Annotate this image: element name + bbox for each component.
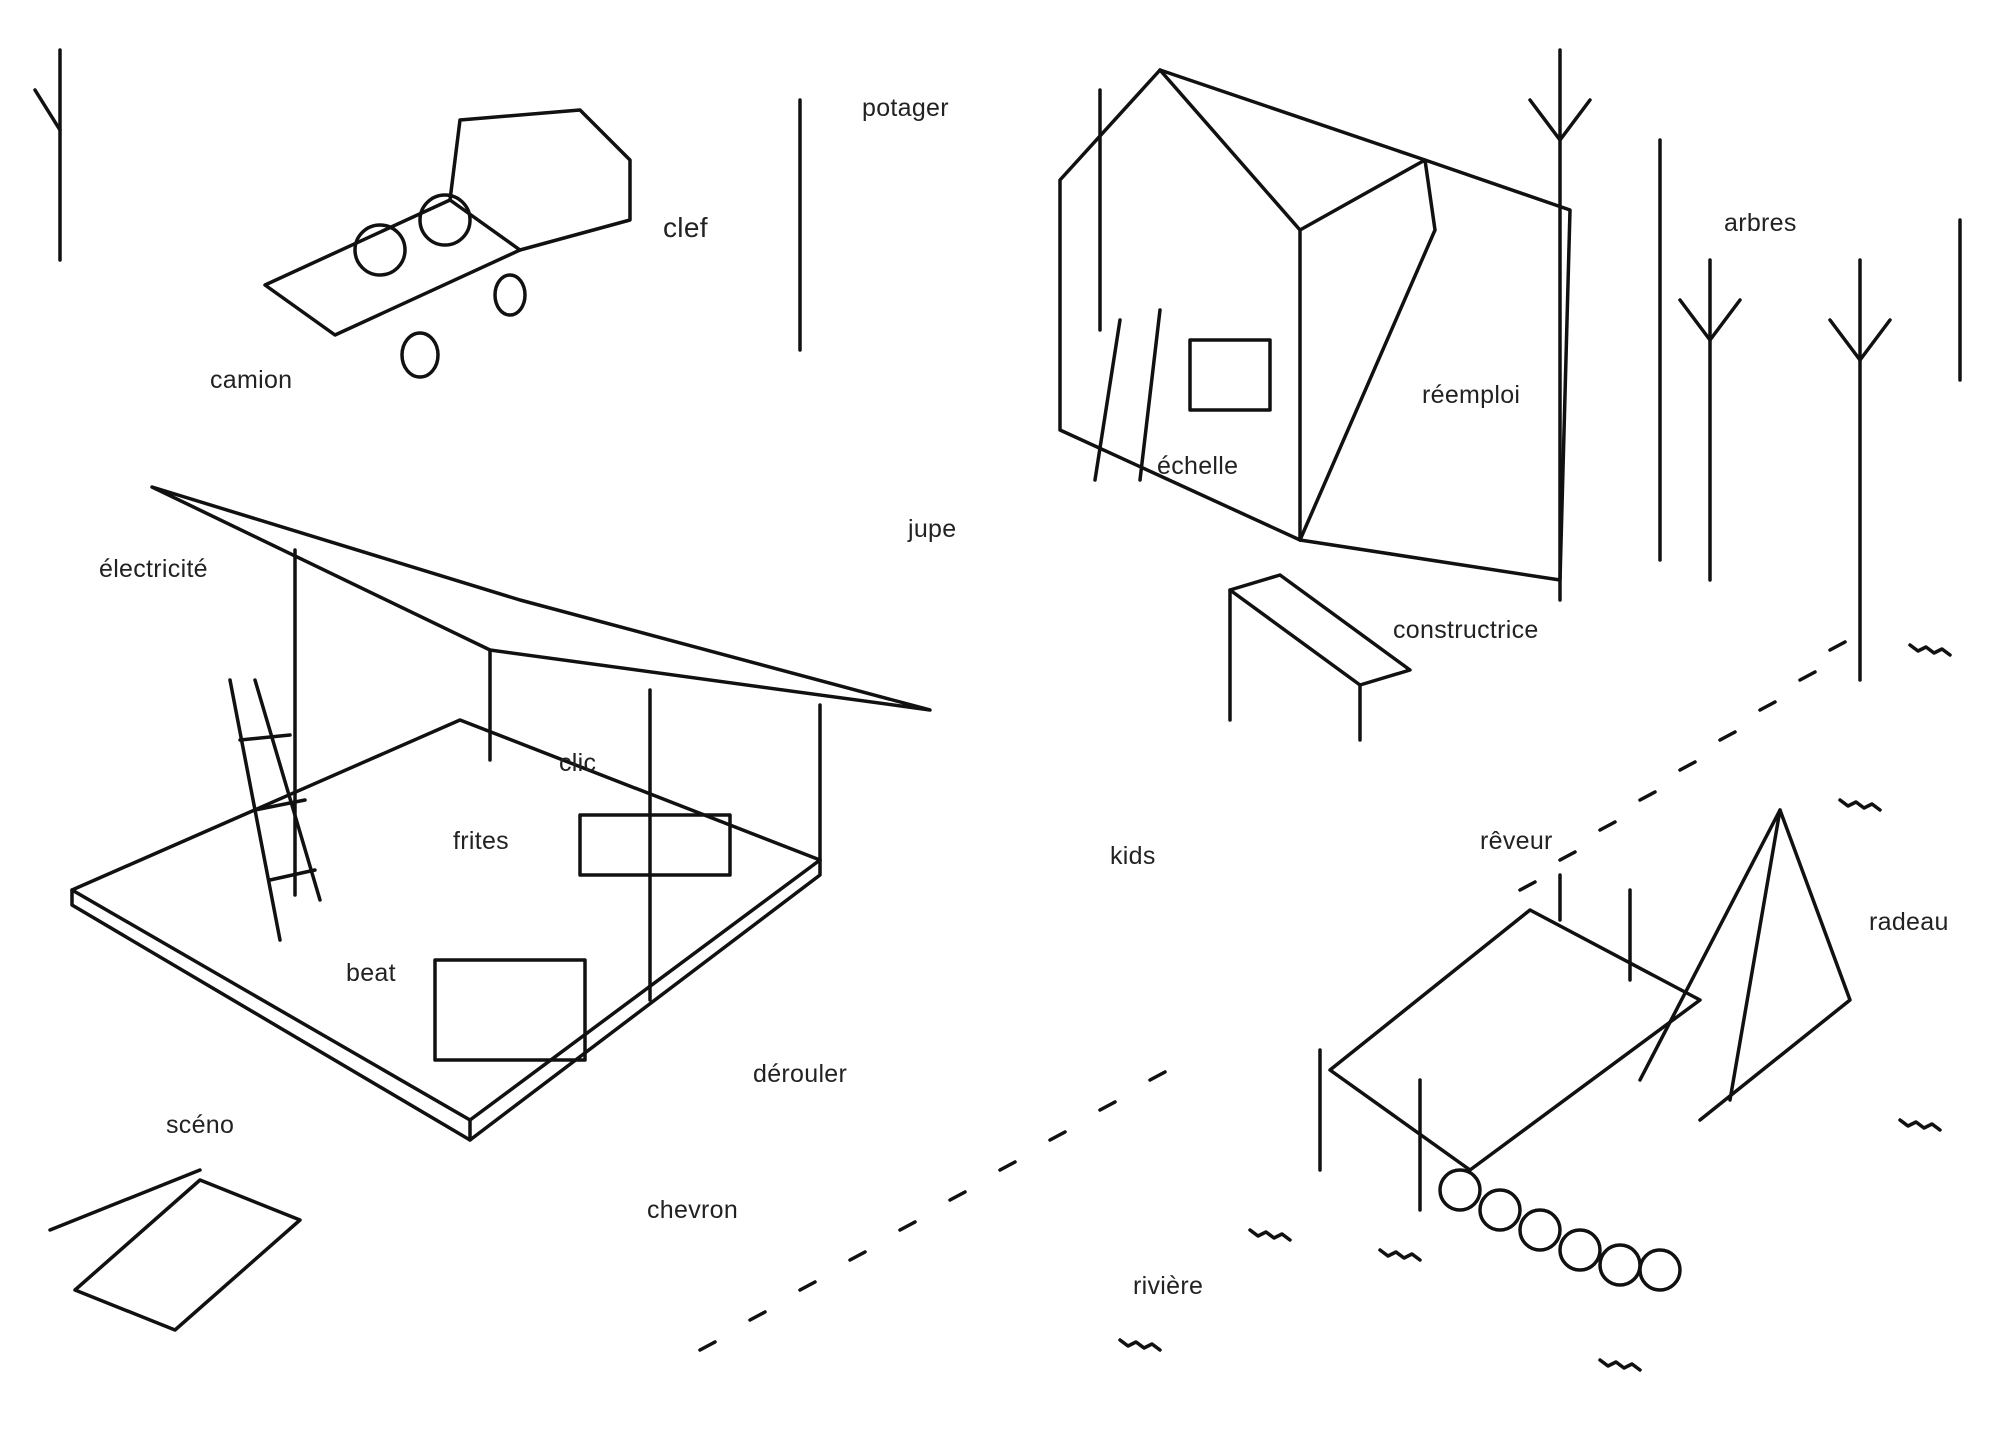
label-chevron: chevron [647, 1196, 739, 1224]
label-kids: kids [1110, 842, 1156, 870]
label-echelle: échelle [1157, 452, 1239, 480]
label-reemploi: réemploi [1422, 381, 1521, 409]
label-arbres: arbres [1724, 209, 1797, 237]
label-electricite: électricité [99, 555, 208, 583]
house-drawing [1058, 68, 1572, 742]
label-jupe: jupe [908, 515, 957, 543]
label-frites: frites [453, 827, 509, 855]
label-derouler: dérouler [753, 1060, 848, 1088]
label-constructrice: constructrice [1393, 616, 1539, 644]
label-beat: beat [346, 959, 396, 987]
label-clic: clic [559, 749, 597, 777]
label-reveur: rêveur [1480, 827, 1553, 855]
label-camion: camion [210, 366, 293, 394]
label-radeau: radeau [1869, 908, 1949, 936]
path-and-water-drawing [698, 640, 1952, 1372]
stage-drawing [70, 485, 932, 1142]
label-potager: potager [862, 94, 949, 122]
truck-drawing [263, 108, 632, 379]
label-riviere: rivière [1133, 1272, 1204, 1300]
label-clef: clef [663, 212, 708, 243]
label-sceno: scéno [166, 1111, 235, 1139]
lumber-drawing [48, 1168, 302, 1332]
trees-drawing [33, 48, 1962, 682]
raft-drawing [1318, 808, 1852, 1292]
